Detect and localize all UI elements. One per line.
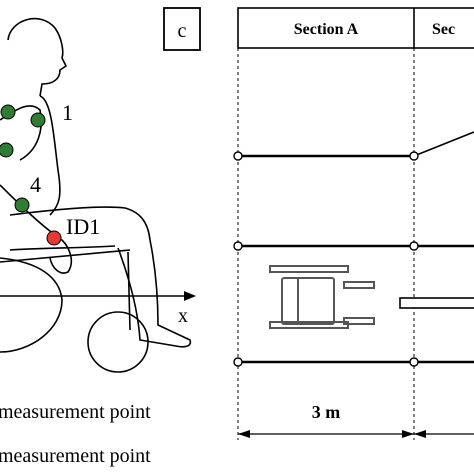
red-point bbox=[46, 230, 62, 246]
obstacle-plank bbox=[399, 297, 474, 309]
node-mid-left bbox=[233, 241, 243, 251]
wheelchair bbox=[0, 249, 149, 373]
node-bot-left bbox=[233, 357, 243, 367]
legend-green-text: measurement point bbox=[0, 401, 151, 423]
node-top-mid bbox=[409, 151, 419, 161]
head-outline bbox=[7, 17, 68, 97]
thigh-bottom-outline bbox=[9, 245, 116, 251]
green-point bbox=[0, 104, 16, 120]
green-point bbox=[30, 112, 46, 128]
dimension-arrow-right bbox=[402, 430, 414, 438]
section-b-label: Sec bbox=[432, 21, 455, 38]
dimension-arrow-right-b bbox=[414, 430, 426, 438]
rear-wheel-arc bbox=[0, 257, 63, 353]
seat-frame bbox=[0, 249, 131, 263]
panel-label-box bbox=[163, 7, 201, 51]
node-top-left bbox=[233, 151, 243, 161]
wheelchair-top-view-icon bbox=[269, 265, 375, 329]
person-figure bbox=[0, 17, 192, 348]
thigh-outline bbox=[9, 206, 151, 241]
section-a-label: Section A bbox=[294, 21, 359, 38]
point-label-id1: ID1 bbox=[66, 214, 100, 239]
measurement-points bbox=[0, 104, 62, 246]
x-axis-label: x bbox=[178, 305, 188, 327]
ramp-line bbox=[413, 131, 474, 157]
leg-frame bbox=[127, 251, 131, 331]
dimension-arrow-left bbox=[238, 430, 250, 438]
section-header-bar bbox=[237, 7, 474, 49]
track-diagram: Section A Sec bbox=[233, 7, 474, 440]
green-point bbox=[14, 197, 30, 213]
torso-outline bbox=[39, 95, 61, 216]
front-caster-wheel bbox=[87, 311, 149, 373]
x-axis: x bbox=[0, 291, 196, 327]
node-mid-mid bbox=[409, 241, 419, 251]
legend-red-text: measurement point bbox=[0, 445, 151, 467]
green-point bbox=[0, 142, 14, 158]
x-axis-arrowhead bbox=[184, 291, 196, 301]
point-label-4: 4 bbox=[30, 172, 41, 197]
panel-label: c bbox=[178, 20, 187, 42]
point-label-1: 1 bbox=[62, 100, 73, 125]
distance-label: 3 m bbox=[312, 402, 341, 422]
shin-outline bbox=[117, 239, 192, 348]
node-bot-mid bbox=[409, 357, 419, 367]
